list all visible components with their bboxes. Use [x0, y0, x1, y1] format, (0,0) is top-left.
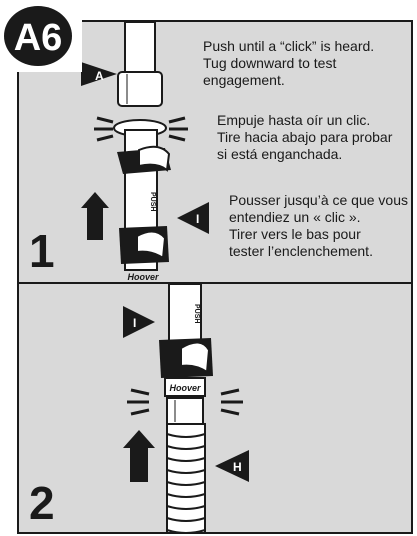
callout-i-label: I [196, 212, 199, 226]
brand-mark: Hoover [169, 383, 201, 393]
click-sound-lines-left [127, 388, 150, 416]
step-2-panel: PUSH Hoover [17, 282, 413, 534]
callout-a-label: A [95, 69, 104, 83]
instruction-line: tester l’enclenchement. [229, 243, 373, 259]
instruction-line: Pousser jusqu’à ce que vous [229, 192, 408, 208]
callout-a-pointer [81, 62, 117, 86]
click-sound-lines-left [94, 116, 114, 142]
click-sound-lines-right [168, 116, 188, 142]
pipe-collar [117, 71, 163, 107]
callout-h-label: H [233, 460, 242, 474]
push-mark: PUSH [149, 192, 156, 211]
hose-cuff [166, 397, 204, 425]
instructions-english: Push until a “click” is heard. Tug downw… [203, 38, 374, 89]
step-number: 1 [29, 225, 55, 277]
coupler [164, 377, 206, 397]
step-1-panel: Hoover PUSH A I 1 Push until a “click” i… [17, 20, 413, 284]
step-badge-label: A6 [14, 17, 63, 59]
push-mark: PUSH [193, 304, 200, 323]
instruction-line: engagement. [203, 72, 285, 88]
push-connect-illustration: Hoover PUSH A I [81, 22, 209, 282]
click-sound-lines-right [220, 388, 243, 416]
step-badge: A6 [0, 0, 82, 72]
callout-i-pointer [177, 202, 209, 234]
step-number: 2 [29, 477, 55, 529]
instruction-line: Tug downward to test [203, 55, 337, 71]
callout-i-pointer [123, 306, 155, 338]
instruction-line: entendiez un « clic ». [229, 209, 361, 225]
brand-mark: Hoover [127, 272, 159, 282]
instruction-line: Tirer vers le bas pour [229, 226, 361, 242]
connect-hose-illustration: PUSH Hoover [123, 284, 249, 532]
instructions-spanish: Empuje hasta oír un clic. Tire hacia aba… [217, 112, 392, 163]
callout-h-pointer [215, 450, 249, 482]
instruction-line: Tire hacia abajo para probar [217, 129, 393, 145]
push-up-arrow [123, 430, 155, 482]
instructions-french: Pousser jusqu’à ce que vous entendiez un… [229, 192, 408, 260]
instruction-line: Push until a “click” is heard. [203, 38, 375, 54]
instruction-line: Empuje hasta oír un clic. [217, 112, 371, 128]
push-up-arrow [81, 192, 109, 240]
hose [166, 423, 206, 532]
callout-i-label: I [133, 316, 136, 330]
wand-body [168, 284, 202, 349]
instruction-line: si está enganchada. [217, 146, 343, 162]
